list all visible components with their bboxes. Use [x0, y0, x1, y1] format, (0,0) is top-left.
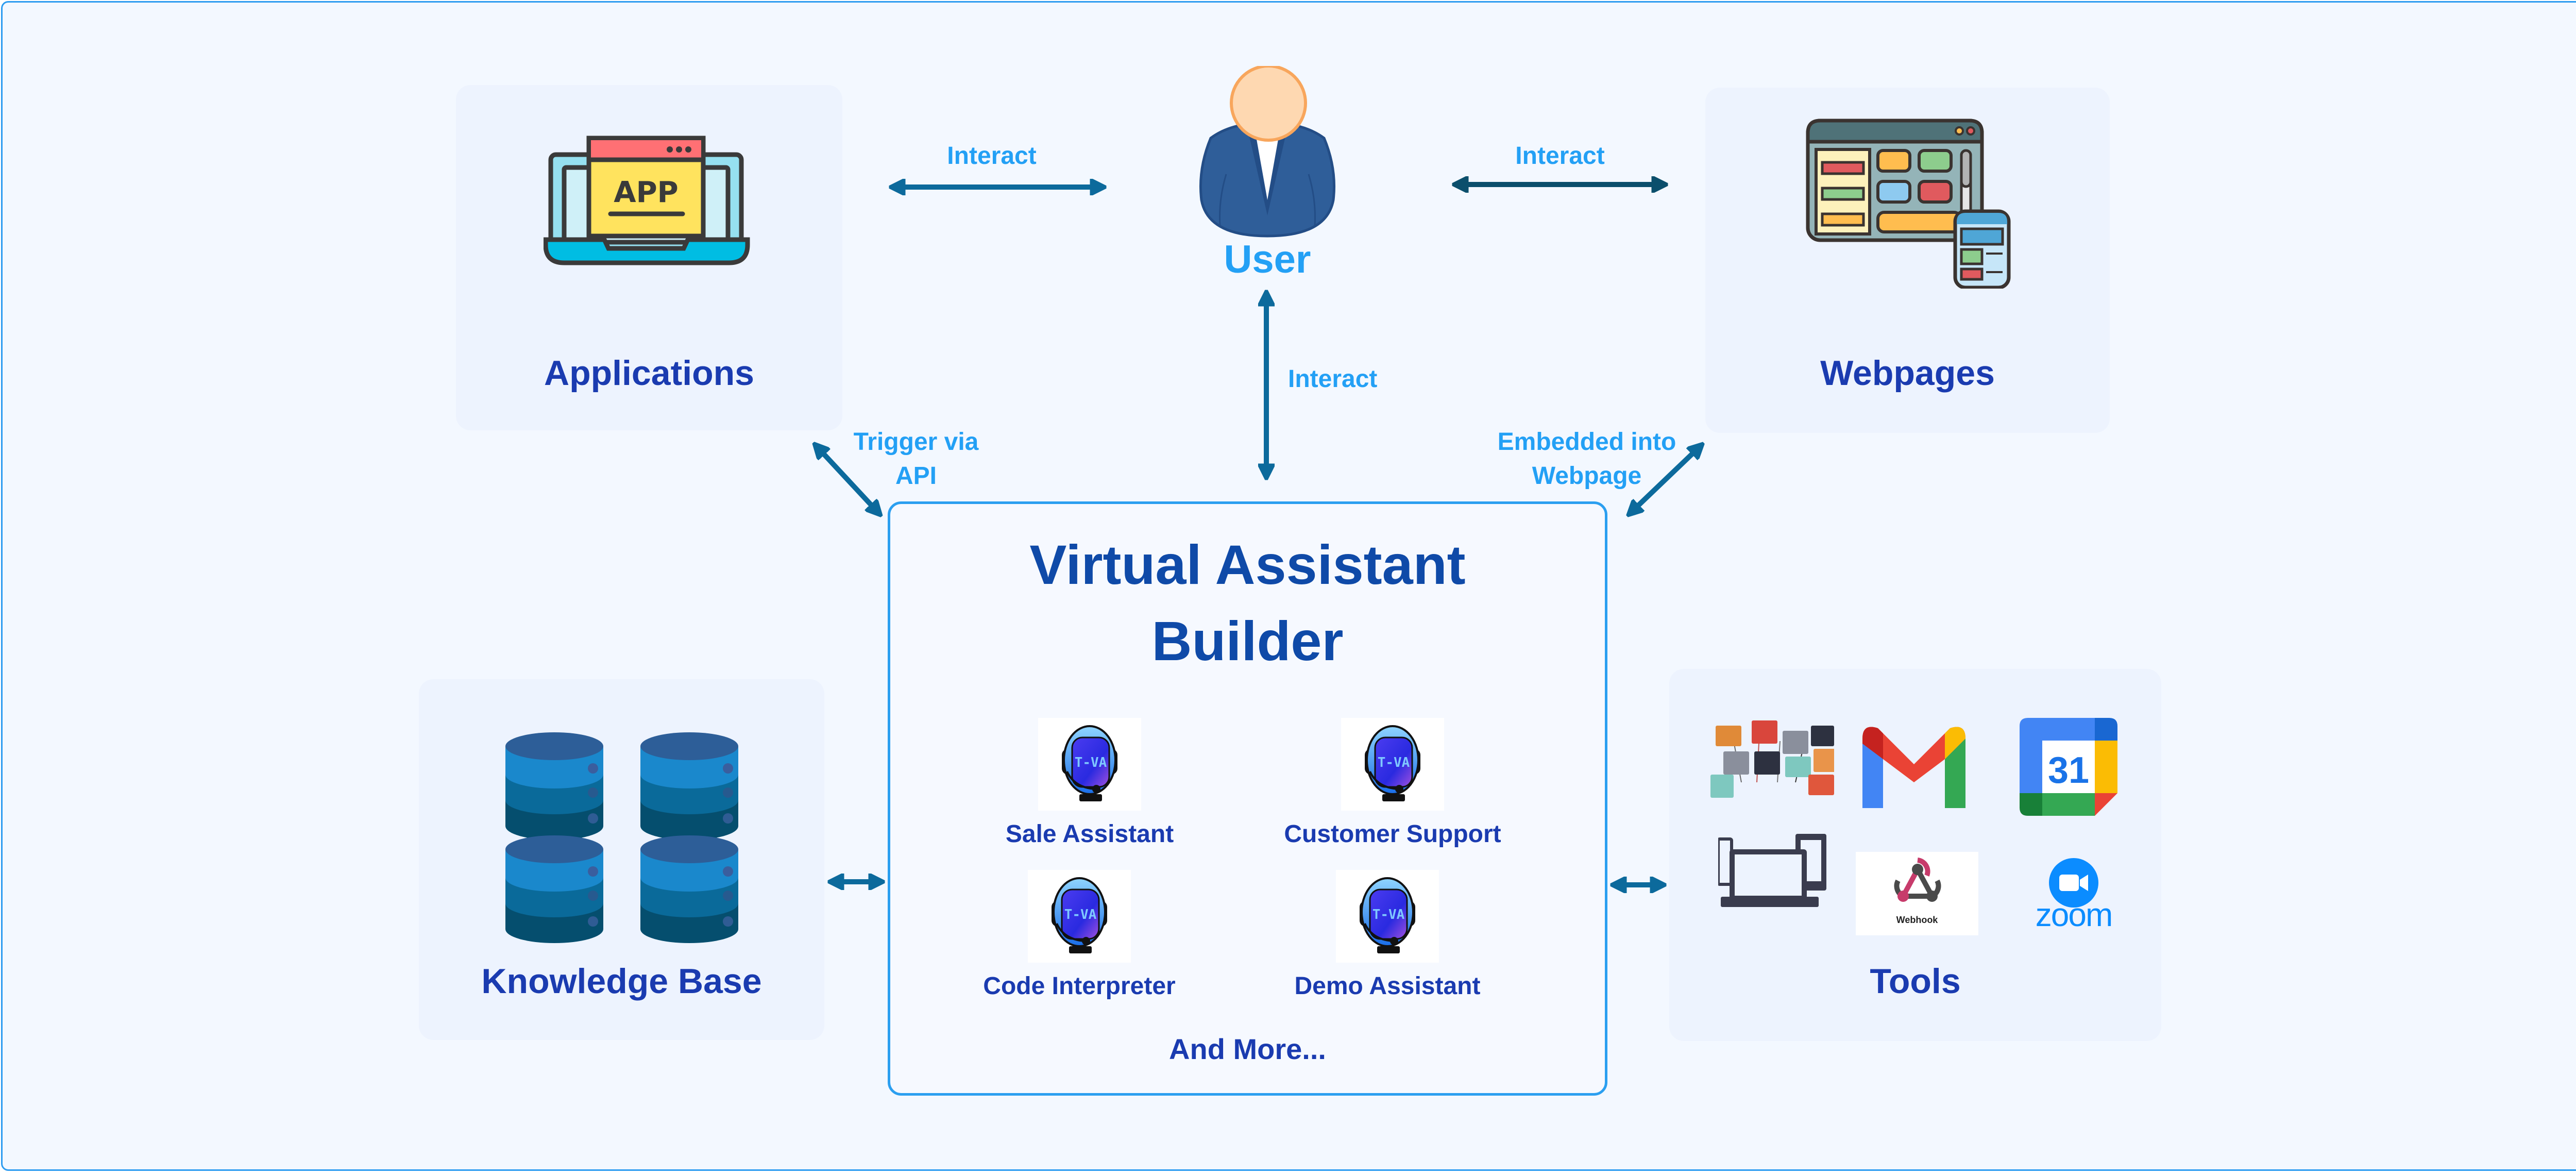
- tools-node: 31 Webhook zoom Tools: [1669, 669, 2161, 1041]
- laptop-app-icon: APP: [544, 136, 750, 265]
- assistant-customer-support: T-VA Customer Support: [1259, 718, 1527, 848]
- user-icon: [1199, 66, 1335, 238]
- knowledge-base-node: Knowledge Base: [419, 679, 824, 1040]
- webpages-label: Webpages: [1820, 354, 1995, 393]
- icecream-tile-icon: [1811, 726, 1834, 746]
- webhook-label: Webhook: [1896, 915, 1938, 925]
- knowledge-base-label: Knowledge Base: [481, 962, 762, 1001]
- svg-text:T-VA: T-VA: [1372, 907, 1405, 922]
- globe-tile-icon: [1754, 751, 1780, 775]
- edge-label-user-center: Interact: [1288, 365, 1378, 393]
- svg-text:T-VA: T-VA: [1064, 907, 1097, 922]
- center-title-line2: Builder: [1151, 610, 1344, 672]
- assistant-demo: T-VA Demo Assistant: [1253, 870, 1521, 1000]
- tva-robot-icon: T-VA: [1336, 870, 1439, 963]
- assistant-label: Demo Assistant: [1294, 972, 1481, 1000]
- zoom-icon: [2049, 858, 2098, 908]
- clock-tile-icon: [1752, 720, 1777, 744]
- applications-label: Applications: [544, 354, 755, 393]
- assistant-label: Sale Assistant: [1005, 820, 1174, 848]
- edge-label-line: Trigger via: [853, 428, 979, 456]
- gmail-icon: [1862, 727, 1965, 808]
- svg-text:APP: APP: [614, 176, 678, 209]
- google-calendar-icon: 31: [2020, 718, 2117, 816]
- assistant-sale: T-VA Sale Assistant: [956, 718, 1224, 848]
- and-more-label: And More...: [1169, 1033, 1326, 1065]
- edge-label-line: Embedded into: [1497, 428, 1676, 456]
- app-integrations-icon: [1710, 720, 1834, 798]
- webhook-icon: [1894, 858, 1941, 902]
- assistant-label: Code Interpreter: [983, 972, 1176, 1000]
- trash-tile-icon: [1710, 775, 1734, 798]
- svg-text:T-VA: T-VA: [1378, 755, 1410, 770]
- tva-robot-icon: T-VA: [1028, 870, 1131, 963]
- applications-node: APP Applications: [456, 85, 842, 430]
- tva-robot-icon: T-VA: [1341, 718, 1444, 811]
- cloud-tile-icon: [1808, 775, 1834, 795]
- devices-icon: [1718, 834, 1826, 907]
- assistant-label: Customer Support: [1284, 820, 1501, 848]
- user-label: User: [1224, 238, 1311, 281]
- assistant-code-interpreter: T-VA Code Interpreter: [945, 870, 1213, 1000]
- pencil-tile-icon: [1716, 726, 1741, 746]
- arrow-applications-center: [817, 446, 878, 513]
- tva-robot-icon: T-VA: [1038, 718, 1141, 811]
- hourglass-tile-icon: [1814, 749, 1834, 772]
- edge-label-line: API: [895, 462, 937, 490]
- arrow-webpages-center: [1631, 446, 1700, 513]
- rss-tile-icon: [1783, 731, 1808, 754]
- edge-label-applications-center: Trigger via API: [839, 425, 993, 493]
- database-icon: [505, 732, 738, 943]
- center-title-line1: Virtual Assistant: [1029, 533, 1466, 596]
- edge-label-webpages-center: Embedded into Webpage: [1484, 425, 1690, 493]
- svg-text:31: 31: [2048, 750, 2089, 791]
- edge-label-user-webpages: Interact: [1515, 142, 1605, 170]
- webpages-node: Webpages: [1705, 88, 2110, 433]
- edge-label-applications-user: Interact: [947, 142, 1037, 170]
- tools-label: Tools: [1870, 962, 1961, 1001]
- webcam-tile-icon: [1785, 757, 1811, 777]
- chat-tile-icon: [1723, 751, 1749, 775]
- webpage-devices-icon: [1806, 119, 2011, 289]
- zoom-wordmark: zoom: [2035, 896, 2113, 933]
- webhook-logo: Webhook: [1856, 852, 1978, 935]
- virtual-assistant-builder: Virtual Assistant Builder T-VA Sale Assi…: [888, 501, 1607, 1096]
- edge-label-line: Webpage: [1532, 462, 1642, 490]
- svg-text:T-VA: T-VA: [1075, 755, 1107, 770]
